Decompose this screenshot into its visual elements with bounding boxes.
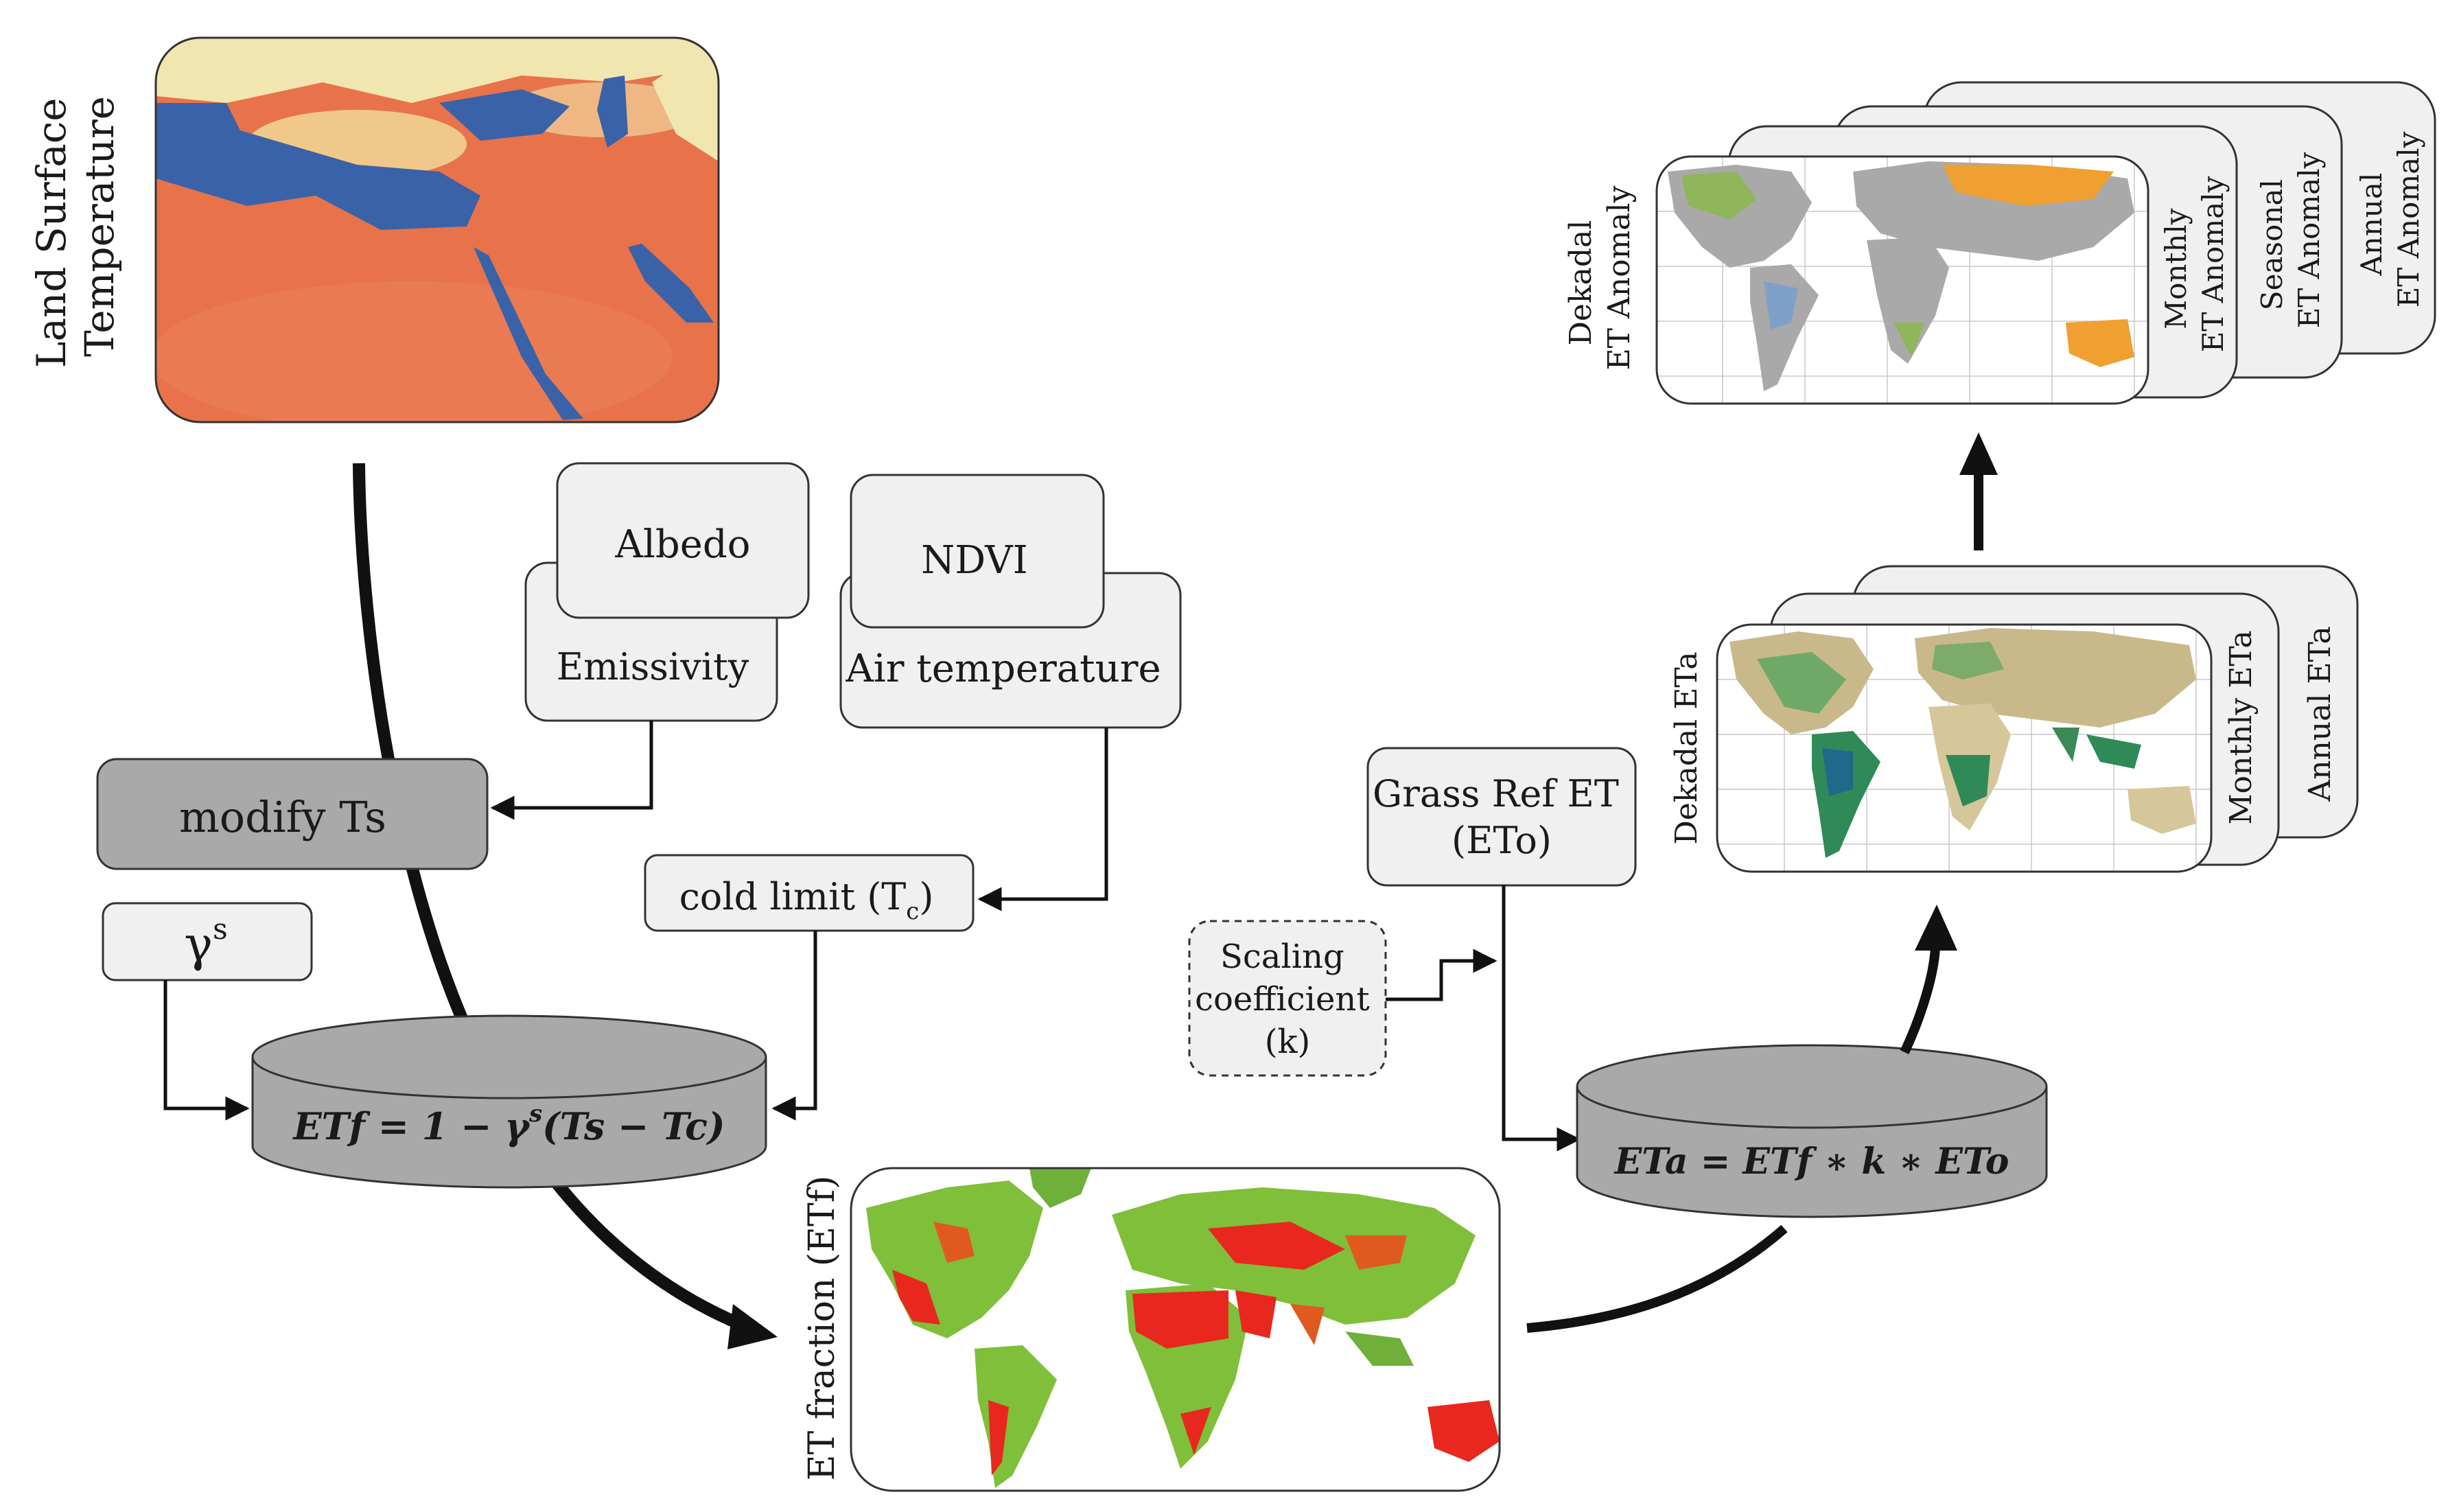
gamma-to-etf-arrow <box>163 980 250 1121</box>
eta-map <box>1716 623 2213 873</box>
gamma-box <box>102 902 313 981</box>
anomaly-map <box>1655 155 2149 405</box>
eta-stack-dekadal-label: Dekadal ETa <box>1669 652 1704 845</box>
eta-to-anomaly-arrowhead <box>1959 432 1998 475</box>
ndvi-box <box>850 474 1105 629</box>
eta-equation-cylinder <box>1576 1044 2048 1218</box>
etf-equation: ETf = 1 − γs(Ts − Tc) <box>292 1100 725 1148</box>
scaling-to-eto-line-arrow <box>1386 949 1497 1001</box>
grass-ref-et-label: Grass Ref ET (ETo) <box>1373 772 1631 862</box>
eta-equation: ETa = ETf ∗ k ∗ ETo <box>1613 1141 2009 1183</box>
eto-to-eta-arrow <box>1502 885 1581 1152</box>
emissivity-to-modify-ts-arrow <box>490 721 653 820</box>
cold-limit-label: cold limit (Tc) <box>679 875 934 925</box>
modify-ts-box <box>96 758 489 870</box>
anomaly-stack-monthly-label: Monthly ET Anomaly <box>2159 176 2230 352</box>
ndvi-label: NDVI <box>921 538 1027 583</box>
eta-to-stack-curve <box>1900 946 1940 1054</box>
grass-ref-et-box <box>1366 747 1637 887</box>
scaling-coefficient-box <box>1188 920 1387 1077</box>
eta-stack-monthly-label: Monthly ETa <box>2224 630 2259 824</box>
modify-ts-label: modify Ts <box>179 792 386 842</box>
etf-map <box>850 1167 1501 1492</box>
albedo-box <box>556 462 810 619</box>
cold-limit-to-etf-arrow <box>771 931 817 1121</box>
etf-to-eta-curve <box>1526 1224 1788 1333</box>
gamma-label: γs <box>184 912 227 973</box>
ts-flow-arrowhead <box>727 1304 778 1349</box>
emissivity-label: Emissivity <box>557 645 749 688</box>
albedo-label: Albedo <box>615 522 751 567</box>
cold-limit-box <box>644 854 975 932</box>
eta-stack-annual-label: Annual ETa <box>2303 626 2338 802</box>
air-temp-to-cold-limit-arrow <box>977 728 1108 911</box>
eta-to-stack-arrowhead <box>1915 905 1957 951</box>
anomaly-stack-dekadal-label: Dekadal ET Anomaly <box>1563 185 1637 370</box>
scaling-coefficient-label: Scaling coefficient (k) <box>1195 938 1380 1061</box>
lst-map <box>154 36 720 423</box>
ts-flow-curve <box>353 463 744 1331</box>
etf-map-label: ET fraction (ETf) <box>802 1176 843 1481</box>
air-temperature-label: Air temperature <box>845 647 1161 691</box>
etf-equation-cylinder <box>251 1014 767 1189</box>
lst-label: Land Surface Temperature <box>28 85 123 368</box>
anomaly-stack-seasonal-label: Seasonal ET Anomaly <box>2255 152 2326 328</box>
anomaly-stack-annual-label: Annual ET Anomaly <box>2355 131 2425 307</box>
